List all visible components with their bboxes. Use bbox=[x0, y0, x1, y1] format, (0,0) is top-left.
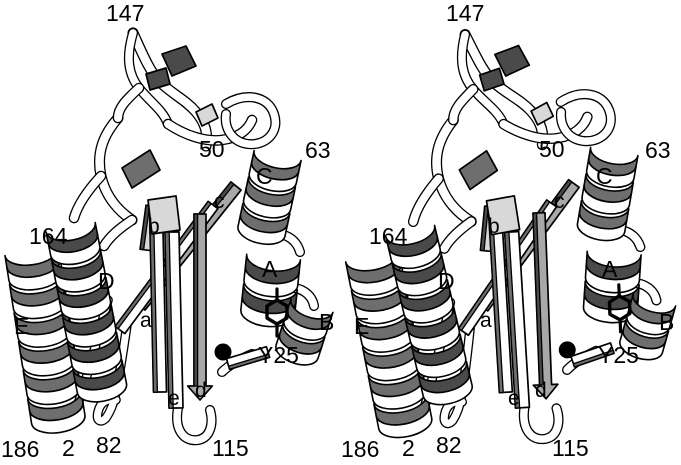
strand-label-sa: a bbox=[480, 309, 492, 332]
residue-number-label-n2: 2 bbox=[62, 435, 75, 461]
helix-label-hC: C bbox=[596, 163, 613, 189]
residue-number-label-n115: 115 bbox=[552, 435, 589, 461]
protein-cartoon bbox=[344, 29, 677, 445]
helix-label-hA: A bbox=[262, 256, 278, 282]
strand-label-sc: c bbox=[214, 190, 225, 213]
strand-label-sb: b bbox=[488, 215, 500, 238]
residue-label-y25: Y25 bbox=[598, 342, 639, 368]
residue-number-label-n63: 63 bbox=[645, 137, 671, 163]
helix-label-hC: C bbox=[256, 163, 273, 189]
residue-number-label-n2: 2 bbox=[402, 435, 415, 461]
strand-label-sd: d bbox=[195, 379, 207, 402]
residue-number-label-n164: 164 bbox=[29, 223, 68, 249]
residue-number-label-n115: 115 bbox=[212, 435, 249, 461]
helix-ribbon bbox=[619, 293, 677, 361]
residue-number-label-n50: 50 bbox=[199, 136, 225, 162]
helix-label-hD: D bbox=[98, 268, 115, 294]
protein-cartoon bbox=[4, 27, 334, 446]
helix-label-hE: E bbox=[354, 313, 370, 339]
strand-label-sa: a bbox=[140, 309, 152, 332]
residue-number-label-n50: 50 bbox=[539, 136, 565, 162]
residue-number-label-n82: 82 bbox=[436, 432, 462, 458]
residue-number-label-n82: 82 bbox=[96, 432, 122, 458]
residue-number-label-n147: 147 bbox=[446, 0, 485, 26]
ligand-sphere bbox=[214, 343, 232, 361]
residue-label-y25: Y25 bbox=[258, 342, 299, 368]
helix-label-hD: D bbox=[438, 268, 455, 294]
helix-label-hA: A bbox=[602, 256, 618, 282]
residue-number-label-n63: 63 bbox=[305, 137, 331, 163]
strand-label-se: e bbox=[508, 387, 520, 410]
ligand-sphere bbox=[558, 341, 576, 359]
helix-ribbon bbox=[275, 298, 334, 366]
helix-ribbon bbox=[237, 149, 302, 246]
residue-number-label-n186: 186 bbox=[341, 436, 380, 462]
helix-ribbon bbox=[385, 224, 473, 406]
tyrosine-25-sidechain bbox=[607, 283, 632, 334]
strand-label-sd: d bbox=[535, 379, 547, 402]
tyrosine-25-sidechain bbox=[265, 287, 289, 338]
helix-ribbon bbox=[45, 221, 128, 403]
residue-number-label-n164: 164 bbox=[369, 223, 408, 249]
strand-label-se: e bbox=[168, 387, 180, 410]
strand-label-sc: c bbox=[554, 190, 565, 213]
helix-ribbon bbox=[576, 146, 639, 242]
helix-label-hB: B bbox=[319, 309, 335, 335]
helix-label-hE: E bbox=[14, 313, 30, 339]
residue-number-label-n147: 147 bbox=[106, 0, 145, 26]
residue-number-label-n186: 186 bbox=[1, 436, 40, 462]
helix-ribbon bbox=[344, 250, 433, 439]
strand-label-sb: b bbox=[148, 215, 160, 238]
helix-label-hB: B bbox=[659, 309, 675, 335]
